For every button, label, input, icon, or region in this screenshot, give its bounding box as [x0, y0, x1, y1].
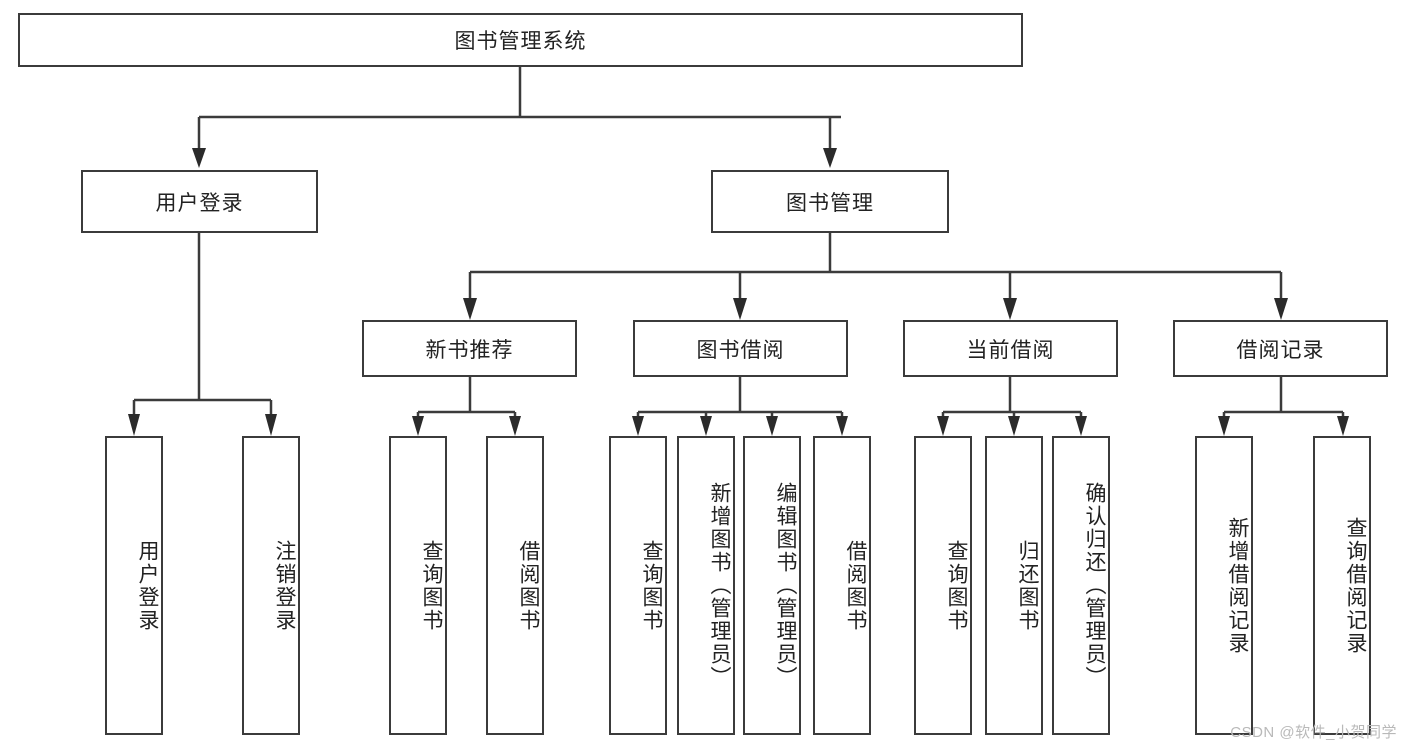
arrow-current-c2 [1008, 416, 1020, 436]
leaf-user-login-login[interactable]: 用户登录 [105, 436, 163, 735]
leaf-user-login-logout-label: 注销登录 [273, 539, 296, 632]
arrow-recommend-c2 [509, 416, 521, 436]
leaf-borrow-query-book[interactable]: 查询图书 [609, 436, 667, 735]
leaf-borrow-query-book-label: 查询图书 [640, 539, 663, 632]
leaf-record-add-record-label: 新增借阅记录 [1226, 516, 1249, 655]
node-book-management[interactable]: 图书管理 [711, 170, 949, 233]
arrow-root-to-book-mgmt [823, 148, 837, 168]
leaf-borrow-add-book-label: 新增图书（管理员） [708, 482, 731, 689]
leaf-recommend-query-book[interactable]: 查询图书 [389, 436, 447, 735]
leaf-recommend-query-book-label: 查询图书 [420, 539, 443, 632]
arrow-borrow-c4 [836, 416, 848, 436]
node-current-borrow-label: 当前借阅 [966, 338, 1055, 362]
node-new-book-recommend-label: 新书推荐 [425, 338, 514, 362]
leaf-current-query-book[interactable]: 查询图书 [914, 436, 972, 735]
leaf-current-confirm-return[interactable]: 确认归还（管理员） [1052, 436, 1110, 735]
arrow-book-mgmt-c1 [463, 298, 477, 320]
node-borrow-record-label: 借阅记录 [1236, 338, 1325, 362]
node-new-book-recommend[interactable]: 新书推荐 [362, 320, 577, 377]
arrow-user-login-c2 [265, 414, 277, 436]
leaf-current-confirm-return-label: 确认归还（管理员） [1083, 482, 1106, 689]
node-borrow-record[interactable]: 借阅记录 [1173, 320, 1388, 377]
arrow-record-c2 [1337, 416, 1349, 436]
leaf-record-add-record[interactable]: 新增借阅记录 [1195, 436, 1253, 735]
arrow-record-c1 [1218, 416, 1230, 436]
node-user-login[interactable]: 用户登录 [81, 170, 318, 233]
node-root[interactable]: 图书管理系统 [18, 13, 1023, 67]
leaf-current-return-book-label: 归还图书 [1016, 539, 1039, 632]
node-book-borrow-label: 图书借阅 [696, 338, 785, 362]
leaf-borrow-add-book[interactable]: 新增图书（管理员） [677, 436, 735, 735]
leaf-record-query-record[interactable]: 查询借阅记录 [1313, 436, 1371, 735]
arrow-user-login-c1 [128, 414, 140, 436]
arrow-borrow-c1 [632, 416, 644, 436]
arrow-borrow-c3 [766, 416, 778, 436]
arrow-book-mgmt-c3 [1003, 298, 1017, 320]
node-root-label: 图书管理系统 [454, 30, 587, 53]
leaf-user-login-login-label: 用户登录 [136, 539, 159, 632]
leaf-borrow-borrow-book[interactable]: 借阅图书 [813, 436, 871, 735]
arrow-current-c3 [1075, 416, 1087, 436]
node-current-borrow[interactable]: 当前借阅 [903, 320, 1118, 377]
leaf-current-return-book[interactable]: 归还图书 [985, 436, 1043, 735]
leaf-record-query-record-label: 查询借阅记录 [1344, 516, 1367, 655]
leaf-recommend-borrow-book[interactable]: 借阅图书 [486, 436, 544, 735]
leaf-current-query-book-label: 查询图书 [945, 539, 968, 632]
node-book-borrow[interactable]: 图书借阅 [633, 320, 848, 377]
leaf-borrow-borrow-book-label: 借阅图书 [844, 539, 867, 632]
arrow-book-mgmt-c4 [1274, 298, 1288, 320]
node-user-login-label: 用户登录 [155, 191, 244, 215]
leaf-recommend-borrow-book-label: 借阅图书 [517, 539, 540, 632]
arrow-borrow-c2 [700, 416, 712, 436]
arrow-root-to-user-login [192, 148, 206, 168]
arrow-recommend-c1 [412, 416, 424, 436]
leaf-user-login-logout[interactable]: 注销登录 [242, 436, 300, 735]
arrow-current-c1 [937, 416, 949, 436]
leaf-borrow-edit-book-label: 编辑图书（管理员） [774, 482, 797, 689]
arrow-book-mgmt-c2 [733, 298, 747, 320]
leaf-borrow-edit-book[interactable]: 编辑图书（管理员） [743, 436, 801, 735]
node-book-management-label: 图书管理 [786, 191, 874, 215]
